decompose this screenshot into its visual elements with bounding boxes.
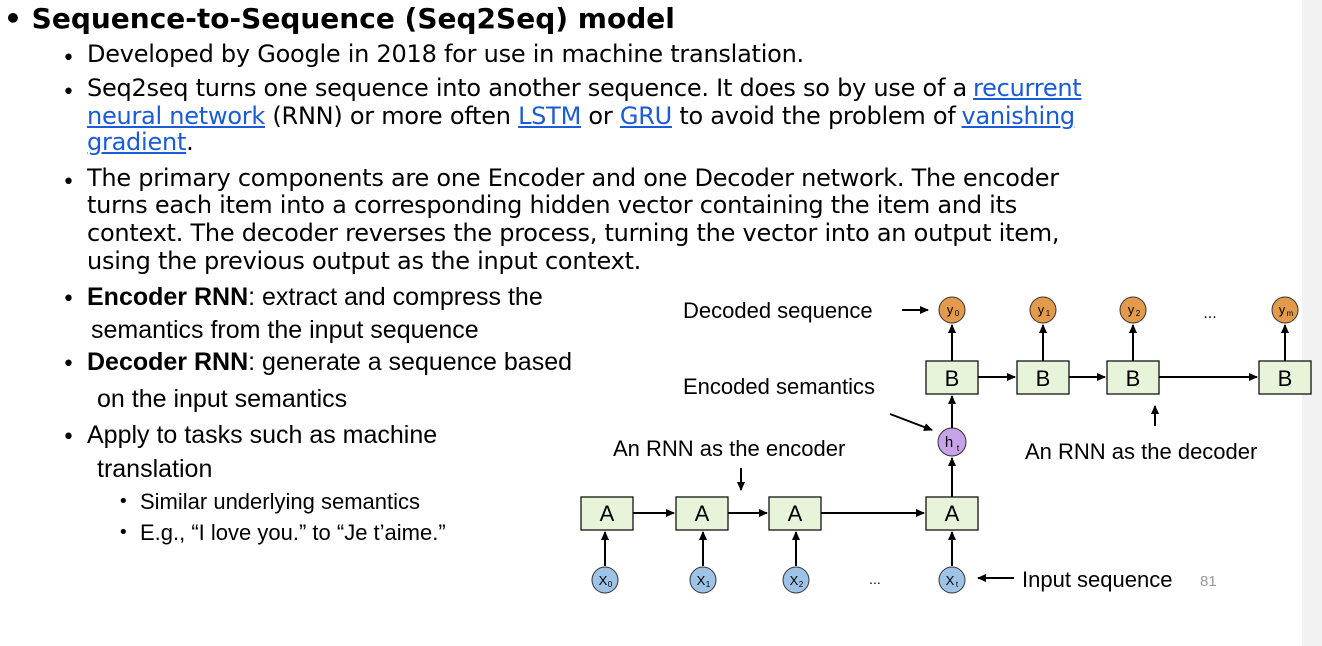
bullet-encoder-line1: Encoder RNN: extract and compress the bbox=[87, 283, 543, 312]
input-node-base: X bbox=[599, 573, 608, 588]
input-node bbox=[938, 566, 966, 594]
slide-title-row: • Sequence-to-Sequence (Seq2Seq) model bbox=[4, 2, 675, 35]
bullet-seq2seq-line1: Seq2seq turns one sequence into another … bbox=[87, 74, 1082, 102]
hidden-state-label: h bbox=[945, 434, 953, 451]
bullet-apply-line1: Apply to tasks such as machine bbox=[87, 421, 438, 449]
link-lstm[interactable]: LSTM bbox=[518, 102, 582, 130]
output-node bbox=[1029, 296, 1057, 324]
output-node-base: y bbox=[1128, 302, 1135, 317]
input-node-sub: t bbox=[956, 580, 959, 589]
decoder-cell-label: B bbox=[945, 366, 960, 391]
bullet-decoder-line2: on the input semantics bbox=[97, 385, 348, 413]
bullet-dot: • bbox=[62, 46, 75, 71]
or-text: or bbox=[581, 102, 620, 130]
bullet-developed: Developed by Google in 2018 for use in m… bbox=[87, 40, 804, 68]
output-node-sub: 0 bbox=[955, 309, 960, 318]
encoder-rnn-term: Encoder RNN bbox=[87, 283, 249, 311]
subbullet-semantics: Similar underlying semantics bbox=[140, 489, 420, 514]
link-vanishing[interactable]: vanishing bbox=[961, 102, 1076, 130]
bullet-components-line1: The primary components are one Encoder a… bbox=[87, 164, 1059, 192]
output-node bbox=[938, 296, 966, 324]
link-gru[interactable]: GRU bbox=[619, 102, 672, 130]
input-node-sub: 0 bbox=[608, 580, 613, 589]
input-node bbox=[689, 566, 717, 594]
decoder-rnn-desc: : generate a sequence based bbox=[248, 348, 573, 376]
output-node-sub: m bbox=[1287, 309, 1294, 318]
period-text: . bbox=[186, 128, 194, 156]
encoder-rnn-desc: : extract and compress the bbox=[248, 283, 543, 311]
page-number: 81 bbox=[1200, 573, 1217, 590]
encoded-semantics-label: Encoded semantics bbox=[683, 374, 875, 399]
bullet-dot: • bbox=[62, 352, 75, 377]
seq2seq-text: Seq2seq turns one sequence into another … bbox=[87, 74, 968, 102]
subbullet-dot: • bbox=[118, 491, 129, 512]
title-bullet: • bbox=[4, 2, 32, 35]
encoder-cell-label: A bbox=[788, 501, 803, 526]
bullet-dot: • bbox=[62, 425, 75, 450]
problem-text: to avoid the problem of bbox=[671, 102, 956, 130]
subbullet-example: E.g., “I love you.” to “Je t’aime.” bbox=[140, 520, 446, 545]
decoder-label: An RNN as the decoder bbox=[1025, 439, 1257, 464]
encoder-cell bbox=[580, 496, 634, 531]
output-node bbox=[1119, 296, 1147, 324]
decoder-cell-label: B bbox=[1278, 366, 1293, 391]
decoder-cell-label: B bbox=[1126, 366, 1141, 391]
bullet-seq2seq-line2: neural network (RNN) or more often LSTM … bbox=[87, 104, 1075, 129]
decoder-cell bbox=[1016, 360, 1070, 395]
input-node bbox=[591, 566, 619, 594]
input-node-sub: 2 bbox=[799, 580, 804, 589]
output-node-base: y bbox=[1279, 302, 1286, 317]
bullet-dot: • bbox=[62, 80, 75, 105]
bullet-components-line4: using the previous output as the input c… bbox=[87, 247, 642, 275]
input-node-base: X bbox=[946, 573, 955, 588]
link-neural-network[interactable]: neural network bbox=[87, 102, 266, 130]
output-node-sub: 2 bbox=[1136, 309, 1141, 318]
encoder-cell-label: A bbox=[945, 501, 960, 526]
input-sequence-label: Input sequence bbox=[1022, 567, 1172, 592]
input-node-base: X bbox=[697, 573, 706, 588]
decoder-cell bbox=[1258, 360, 1312, 395]
input-node-sub: 1 bbox=[706, 580, 711, 589]
decoder-rnn-term: Decoder RNN bbox=[87, 348, 249, 376]
bullet-components-line2: turns each item into a corresponding hid… bbox=[87, 191, 1018, 219]
output-node-base: y bbox=[947, 302, 954, 317]
bullet-components-line3: context. The decoder reverses the proces… bbox=[87, 219, 1060, 247]
outputs-ellipsis: ... bbox=[1203, 305, 1216, 322]
decoded-sequence-label: Decoded sequence bbox=[683, 298, 873, 323]
decoder-cell-label: B bbox=[1036, 366, 1051, 391]
scrollbar[interactable] bbox=[1302, 0, 1322, 646]
bullet-dot: • bbox=[62, 287, 75, 312]
link-recurrent[interactable]: recurrent bbox=[973, 74, 1082, 102]
bullet-encoder-line2: semantics from the input sequence bbox=[91, 316, 479, 344]
subbullet-dot: • bbox=[118, 522, 129, 543]
output-node-sub: 1 bbox=[1046, 309, 1051, 318]
inputs-ellipsis: ... bbox=[869, 571, 881, 587]
output-node-base: y bbox=[1038, 302, 1045, 317]
bullet-decoder-line1: Decoder RNN: generate a sequence based bbox=[87, 348, 572, 377]
bullet-apply-line2: translation bbox=[97, 455, 213, 483]
input-node bbox=[782, 566, 810, 594]
encoded-arrow bbox=[889, 413, 933, 431]
link-gradient[interactable]: gradient bbox=[87, 128, 187, 156]
rnn-text: (RNN) or more often bbox=[265, 102, 519, 130]
input-node-base: X bbox=[790, 573, 799, 588]
slide-title: Sequence-to-Sequence (Seq2Seq) model bbox=[31, 2, 675, 35]
output-node bbox=[1271, 296, 1299, 324]
encoder-cell-label: A bbox=[600, 501, 615, 526]
encoder-cell-label: A bbox=[695, 501, 710, 526]
bullet-seq2seq-line3: gradient. bbox=[87, 130, 194, 155]
encoder-label: An RNN as the encoder bbox=[613, 436, 845, 461]
bullet-dot: • bbox=[62, 170, 75, 195]
hidden-state-sub: t bbox=[957, 443, 960, 453]
